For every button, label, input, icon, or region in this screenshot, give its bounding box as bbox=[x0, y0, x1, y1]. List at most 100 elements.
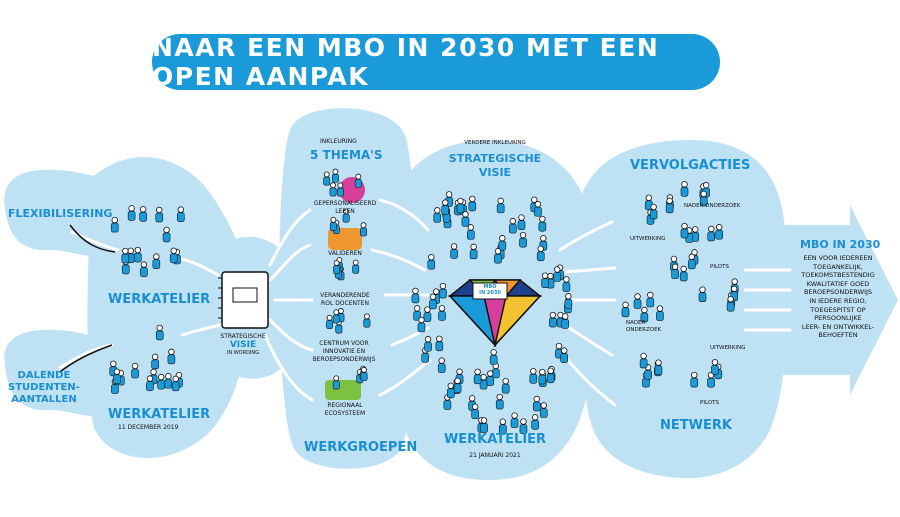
diamond-icon bbox=[447, 279, 543, 348]
vervolg-label-nader-2: NADER ONDERZOEK bbox=[626, 320, 662, 333]
person-figure bbox=[471, 403, 479, 420]
person-figure bbox=[113, 368, 121, 384]
person-figure bbox=[332, 309, 340, 324]
input-dalende-line: STUDENTEN- bbox=[8, 382, 80, 393]
person-figure bbox=[469, 243, 478, 260]
person-figure bbox=[549, 311, 557, 328]
theme-item-line: GEPERSONALISEERD bbox=[313, 200, 377, 207]
werkatelier-label-3: WERKATELIER bbox=[443, 432, 547, 447]
input-bubble-top bbox=[4, 169, 111, 257]
person-figure bbox=[555, 342, 563, 359]
person-figure bbox=[473, 368, 482, 385]
person-figure bbox=[423, 306, 432, 322]
person-figure bbox=[538, 368, 547, 385]
theme-item-2: VALIDEREN bbox=[310, 250, 380, 257]
arrow-to-theme-5 bbox=[263, 333, 314, 402]
vervolg-label-uitwerking-2: UITWERKING bbox=[710, 345, 746, 351]
vervolgacties-title: VERVOLGACTIES bbox=[630, 158, 751, 173]
netwerk-label: NETWERK bbox=[660, 418, 732, 433]
arrow-to-theme-2 bbox=[268, 243, 312, 282]
person-figure bbox=[561, 313, 570, 329]
person-figure bbox=[466, 224, 475, 240]
person-figure bbox=[167, 348, 176, 365]
person-figure bbox=[649, 203, 658, 220]
person-figure bbox=[424, 336, 432, 352]
person-figure bbox=[691, 226, 700, 242]
person-figure bbox=[468, 195, 477, 212]
person-figure bbox=[533, 395, 541, 412]
mbo2030-line: KWALITATIEF GOED bbox=[806, 279, 870, 288]
person-figure bbox=[665, 197, 674, 214]
werkgroepen-label: WERKGROEPEN bbox=[304, 440, 418, 455]
person-figure bbox=[715, 224, 723, 240]
person-figure bbox=[456, 197, 465, 214]
person-figure bbox=[510, 412, 519, 428]
person-figure bbox=[495, 393, 504, 410]
person-figure bbox=[131, 362, 139, 379]
input-dalende-line: AANTALLEN bbox=[11, 394, 77, 405]
person-figure bbox=[519, 418, 528, 434]
theme-item-4: CENTRUM VOOR INNOVATIE EN BEROEPSONDERWI… bbox=[304, 340, 384, 364]
person-figure bbox=[646, 291, 655, 308]
person-figure bbox=[461, 211, 470, 227]
arrow-to-theme-4 bbox=[268, 318, 314, 352]
person-figure bbox=[690, 371, 699, 388]
person-figure bbox=[491, 362, 500, 379]
person-figure bbox=[633, 293, 642, 309]
person-figure bbox=[127, 205, 136, 221]
person-figure bbox=[654, 359, 663, 375]
themas-title: 5 THEMA'S bbox=[310, 148, 383, 162]
arrow-from-theme-1 bbox=[378, 198, 430, 232]
werkatelier-date-3: 21 JANUARI 2021 bbox=[469, 452, 521, 459]
person-figure bbox=[331, 168, 339, 183]
vervolgacties-blob bbox=[575, 140, 788, 479]
diamond-line1: MBO bbox=[483, 284, 497, 290]
person-figure bbox=[496, 197, 505, 214]
person-figure bbox=[687, 253, 696, 270]
arrow-from-theme-2 bbox=[370, 248, 427, 272]
visie-in-wording: STRATEGISCHE VISIE IN WORDING bbox=[212, 333, 274, 356]
person-figure bbox=[164, 373, 173, 389]
theme-item-line: VALIDEREN bbox=[328, 250, 362, 257]
person-figure bbox=[517, 214, 526, 230]
mbo2030-line: PERSOONLIJKE bbox=[814, 314, 862, 323]
person-figure bbox=[639, 352, 648, 369]
person-figure bbox=[541, 272, 549, 288]
visie-wording-line1: STRATEGISCHE bbox=[220, 333, 266, 340]
person-figure bbox=[489, 349, 498, 365]
person-figure bbox=[509, 217, 517, 234]
person-figure bbox=[446, 382, 455, 399]
person-figure bbox=[417, 316, 426, 333]
person-figure bbox=[553, 266, 562, 282]
input-flexibilisering: FLEXIBILISERING bbox=[8, 207, 113, 220]
vervolg-label-nader-1: NADER ONDERZOEK bbox=[684, 203, 741, 209]
mbo2030-line: TOEGANKELIJK, bbox=[813, 262, 863, 271]
diamond-line2: IN 2030 bbox=[479, 290, 501, 296]
arrow-input-top bbox=[70, 230, 120, 252]
theme-item-5: REGIONAAL ECOSYSTEEM bbox=[310, 402, 380, 418]
person-figure bbox=[110, 216, 119, 233]
person-figure bbox=[155, 324, 164, 341]
person-figure bbox=[479, 373, 488, 390]
person-figure bbox=[529, 368, 538, 384]
person-figure bbox=[501, 378, 510, 394]
person-figure bbox=[538, 215, 547, 232]
theme-item-line: LEREN bbox=[335, 208, 355, 215]
people-crowds bbox=[109, 168, 739, 435]
mbo2030-description: EEN VOOR IEDEREEN TOEGANKELIJK, TOEKOMST… bbox=[788, 254, 888, 340]
person-figure bbox=[437, 357, 446, 373]
person-figure bbox=[427, 253, 436, 270]
person-figure bbox=[329, 216, 337, 231]
person-figure bbox=[519, 231, 527, 248]
person-figure bbox=[560, 347, 568, 363]
theme-item-line: INNOVATIE EN bbox=[322, 348, 366, 355]
arrow-to-vervolg-2 bbox=[563, 266, 617, 274]
werkatelier-date-2: 11 DECEMBER 2019 bbox=[118, 424, 179, 431]
person-figure bbox=[531, 414, 539, 430]
person-figure bbox=[133, 246, 142, 263]
diamond-label: MBO IN 2030 bbox=[473, 284, 507, 296]
connector-2 bbox=[395, 230, 425, 390]
theme-item-3: VERANDERENDE ROL DOCENTEN bbox=[310, 292, 380, 308]
person-figure bbox=[342, 208, 350, 223]
person-figure bbox=[680, 222, 689, 239]
